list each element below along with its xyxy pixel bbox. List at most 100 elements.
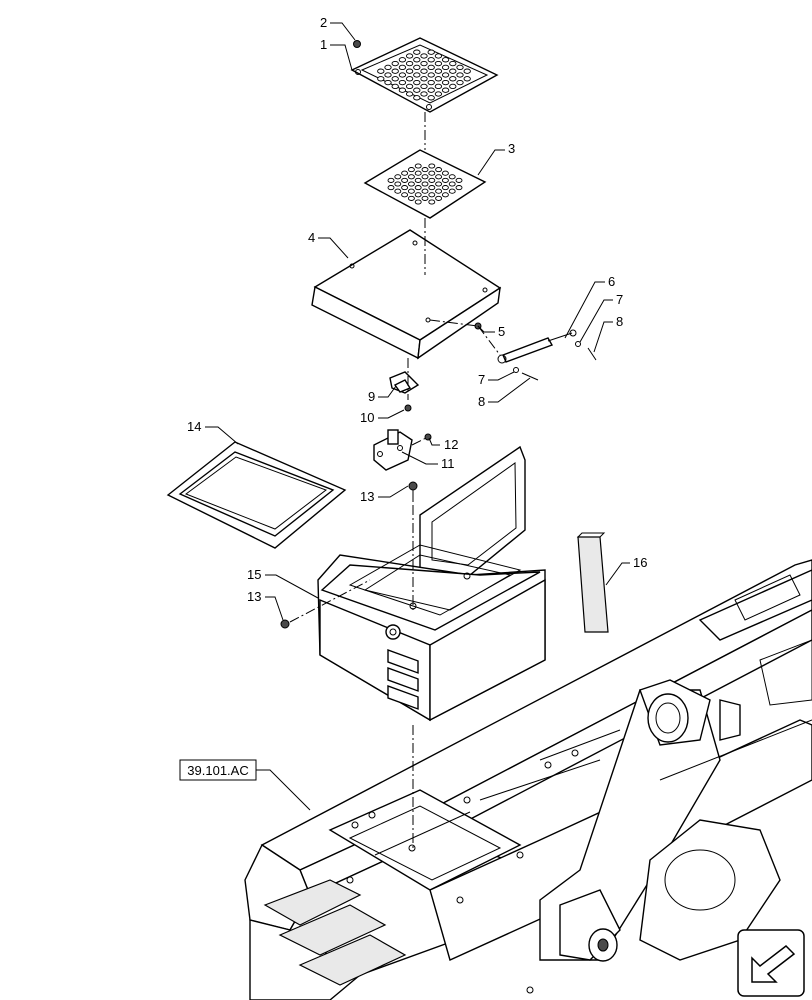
hole <box>435 181 443 187</box>
hole <box>407 167 415 173</box>
hole <box>463 76 471 82</box>
callout-1: 1 <box>320 37 327 52</box>
hole <box>448 181 456 187</box>
callout-3: 3 <box>508 141 515 156</box>
hole <box>441 79 450 86</box>
hole <box>441 192 449 198</box>
callout-4: 4 <box>308 230 315 245</box>
hole <box>420 91 428 97</box>
assembly-lines <box>289 112 501 848</box>
hole <box>387 185 395 191</box>
hole <box>428 170 436 176</box>
part-16-pad <box>576 532 609 633</box>
hole <box>434 83 443 90</box>
hole <box>414 185 422 191</box>
hole <box>421 167 429 173</box>
hole <box>420 83 428 90</box>
hole <box>420 68 428 74</box>
callout-11: 11 <box>441 456 455 471</box>
hole <box>413 72 421 78</box>
callout-12: 12 <box>444 437 458 452</box>
part-12-screw <box>424 433 432 441</box>
hole <box>413 87 421 93</box>
arrow-icon[interactable] <box>737 929 805 997</box>
hole <box>405 53 414 59</box>
hole <box>391 68 399 74</box>
hole <box>428 185 436 191</box>
callout-7-left: 7 <box>478 372 485 387</box>
callout-8-left: 8 <box>478 394 485 409</box>
hole <box>456 72 464 78</box>
callout-9: 9 <box>368 389 375 404</box>
hole <box>398 72 407 78</box>
hole <box>456 79 464 86</box>
hole <box>398 79 407 86</box>
hole <box>463 68 471 74</box>
hole <box>428 199 436 205</box>
hole <box>398 64 407 71</box>
hole <box>435 195 443 201</box>
hole <box>441 185 449 191</box>
hole <box>434 60 443 67</box>
hole <box>428 177 436 183</box>
hole <box>394 174 402 180</box>
hole <box>384 72 392 78</box>
hole <box>405 83 414 90</box>
hole <box>449 76 457 82</box>
reference-label[interactable]: 39.101.AC <box>179 759 257 781</box>
hole <box>441 72 450 78</box>
hole <box>384 64 392 71</box>
part-6-gas-strut <box>497 329 577 364</box>
hole <box>449 83 457 90</box>
callout-2: 2 <box>320 15 327 30</box>
hole <box>401 177 409 183</box>
hole <box>449 60 457 67</box>
hole <box>441 87 450 93</box>
hole <box>407 195 415 201</box>
part-7-clip-right <box>575 341 581 347</box>
hole <box>414 199 422 205</box>
reference-label-text: 39.101.AC <box>187 763 248 778</box>
callout-14: 14 <box>187 419 201 434</box>
hole <box>441 57 450 63</box>
hole <box>448 174 456 180</box>
part-7-clip-left <box>513 367 519 373</box>
hole <box>435 188 443 194</box>
hole <box>449 68 457 74</box>
hole <box>427 95 435 101</box>
hole <box>405 68 414 74</box>
hole <box>427 79 435 86</box>
part-1-perforated-plate <box>350 37 499 113</box>
hole <box>407 174 415 180</box>
hole <box>428 192 436 198</box>
callout-5: 5 <box>498 324 505 339</box>
hole <box>405 76 414 82</box>
hole <box>456 64 464 71</box>
hole <box>434 91 443 97</box>
part-10-screw <box>404 404 412 412</box>
hole <box>420 76 428 82</box>
hole <box>407 188 415 194</box>
hole <box>377 76 385 82</box>
hole <box>420 53 428 59</box>
hole <box>413 49 421 55</box>
hole <box>427 64 435 71</box>
hole <box>427 49 435 55</box>
hole <box>421 181 429 187</box>
hole <box>435 167 443 173</box>
hole <box>405 91 414 97</box>
hole <box>398 57 407 63</box>
callout-labels: 1 2 3 4 5 6 7 8 7 8 9 10 11 12 13 13 14 … <box>187 15 647 604</box>
hole <box>414 192 422 198</box>
hole <box>407 181 415 187</box>
part-8-pin-right <box>587 347 597 361</box>
callout-8-right: 8 <box>616 314 623 329</box>
callout-15: 15 <box>247 567 261 582</box>
hole <box>394 188 402 194</box>
part-11-latch-bracket <box>373 429 413 471</box>
part-15-battery-box <box>317 445 546 722</box>
hole <box>405 60 414 67</box>
callout-13-top: 13 <box>360 489 374 504</box>
hole <box>441 177 449 183</box>
